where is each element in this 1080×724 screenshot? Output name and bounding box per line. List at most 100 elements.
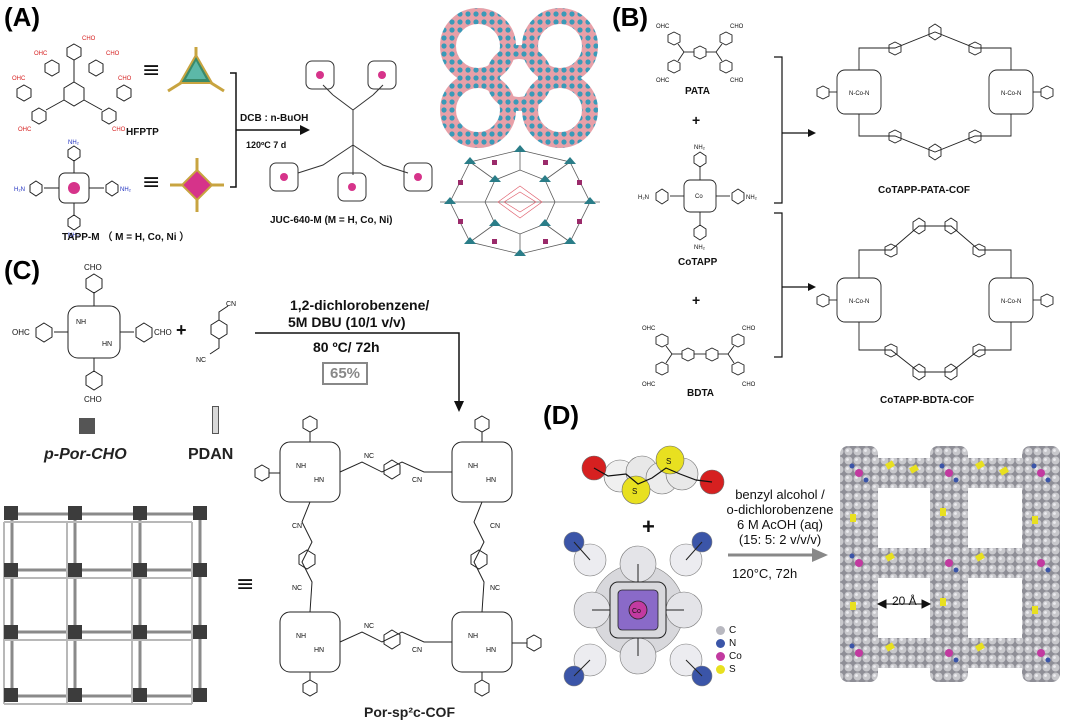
svg-text:CN: CN xyxy=(412,647,422,654)
cotapp-bdta-cof-label: CoTAPP-BDTA-COF xyxy=(880,395,975,406)
svg-text:H₂N: H₂N xyxy=(638,195,649,201)
equiv-sign-hfptp: ≡ xyxy=(142,58,161,83)
plus-d: + xyxy=(642,514,655,539)
legend-item-s: S xyxy=(716,663,742,676)
legend-item-co: Co xyxy=(716,650,742,663)
condition-a-temp: 120ºC 7 d xyxy=(246,140,287,150)
equiv-sign-c: ≡ xyxy=(236,572,255,597)
condition-d-line3: 6 M AcOH (aq) xyxy=(737,517,823,532)
legend-swatch-s xyxy=(716,665,725,674)
svg-text:CHO: CHO xyxy=(742,382,756,388)
svg-text:HN: HN xyxy=(102,341,112,348)
svg-text:N-Co-N: N-Co-N xyxy=(1001,91,1021,97)
panel-b-label: (B) xyxy=(612,2,649,32)
condition-c-line3: 80 ºC/ 72h xyxy=(313,339,380,355)
svg-text:NC: NC xyxy=(364,453,374,460)
tapp-structure: NH₂ NH₂ H₂N NH₂ xyxy=(14,140,132,239)
svg-text:NH₂: NH₂ xyxy=(694,145,706,151)
panel-c-label: (C) xyxy=(4,255,41,285)
svg-text:OHC: OHC xyxy=(12,328,30,337)
panel-a-label: (A) xyxy=(4,2,41,32)
svg-text:CHO: CHO xyxy=(742,326,756,332)
svg-text:NH₂: NH₂ xyxy=(694,245,706,251)
svg-text:CN: CN xyxy=(226,301,236,308)
plus-c: + xyxy=(176,320,187,340)
svg-text:CHO: CHO xyxy=(730,78,744,84)
juc640-structure xyxy=(269,60,433,202)
svg-text:OHC: OHC xyxy=(656,24,670,30)
svg-text:CHO: CHO xyxy=(84,263,102,272)
svg-text:HN: HN xyxy=(314,477,324,484)
svg-text:H₂N: H₂N xyxy=(14,187,25,193)
svg-text:OHC: OHC xyxy=(18,127,32,133)
condition-d-line1: benzyl alcohol / xyxy=(735,487,825,502)
svg-text:OHC: OHC xyxy=(12,76,26,82)
svg-text:NH₂: NH₂ xyxy=(120,187,132,193)
svg-text:NC: NC xyxy=(196,357,206,364)
svg-text:NH₂: NH₂ xyxy=(746,195,758,201)
svg-text:NH: NH xyxy=(468,463,478,470)
cotapp-bdta-cof-structure: N-Co-N N-Co-N xyxy=(816,217,1054,381)
reaction-arrow-c xyxy=(255,332,464,412)
svg-text:NH₂: NH₂ xyxy=(68,140,80,146)
por-cho-label: p-Por-CHO xyxy=(44,446,127,463)
svg-text:CHO: CHO xyxy=(118,76,132,82)
svg-text:OHC: OHC xyxy=(34,51,48,57)
condition-d-line5: 120°C, 72h xyxy=(732,566,798,581)
hfptp-symbol xyxy=(167,47,225,93)
svg-text:Co: Co xyxy=(695,194,703,200)
svg-text:CN: CN xyxy=(292,523,302,530)
juc640-label: JUC-640-M (M = H, Co, Ni) xyxy=(270,215,393,226)
plus-b-1: + xyxy=(692,112,701,128)
plus-b-2: + xyxy=(692,292,701,308)
condition-a-solvent: DCB : n-BuOH xyxy=(240,113,309,124)
legend-label-c: C xyxy=(729,625,737,636)
legend-item-c: C xyxy=(716,624,742,637)
svg-text:NC: NC xyxy=(364,623,374,630)
svg-text:CHO: CHO xyxy=(82,36,96,42)
thiophene-dialdehyde-model: SS xyxy=(581,445,725,505)
svg-text:HN: HN xyxy=(486,477,496,484)
bdta-label: BDTA xyxy=(687,388,715,399)
condition-c-line1: 1,2-dichlorobenzene/ xyxy=(290,297,430,313)
pdan-label: PDAN xyxy=(188,446,234,463)
panel-d-label: (D) xyxy=(543,400,580,430)
svg-text:NH: NH xyxy=(76,319,86,326)
svg-text:CN: CN xyxy=(412,477,422,484)
svg-text:Co: Co xyxy=(632,608,641,615)
svg-text:HN: HN xyxy=(486,647,496,654)
por-cof-3d-grid xyxy=(3,506,207,705)
equiv-sign-tapp: ≡ xyxy=(142,170,161,195)
pdan-symbol xyxy=(212,406,219,434)
hfptp-label: HFPTP xyxy=(126,127,159,138)
svg-text:NH: NH xyxy=(296,463,306,470)
condition-d-line2: o-dichlorobenzene xyxy=(726,502,834,517)
cotapp-label: CoTAPP xyxy=(678,257,718,268)
condition-c-line2: 5M DBU (10/1 v/v) xyxy=(288,314,406,330)
legend-label-n: N xyxy=(729,638,737,649)
legend-label-s: S xyxy=(729,664,736,675)
svg-text:CN: CN xyxy=(490,523,500,530)
por-cho-symbol xyxy=(79,418,95,434)
bdta-structure: OHC CHO OHC CHO xyxy=(642,326,756,388)
svg-text:NH: NH xyxy=(468,633,478,640)
por-sp2c-cof-label: Por-sp²c-COF xyxy=(364,704,455,720)
cotapp-pata-cof-label: CoTAPP-PATA-COF xyxy=(878,185,971,196)
condition-d-line4: (15: 5: 2 v/v/v) xyxy=(738,532,822,547)
element-legend: C N Co S xyxy=(716,624,742,676)
co-porphyrin-model: Co xyxy=(563,531,713,687)
svg-text:OHC: OHC xyxy=(642,382,656,388)
svg-text:NH₂: NH₂ xyxy=(68,233,80,239)
svg-text:OHC: OHC xyxy=(642,326,656,332)
legend-swatch-co xyxy=(716,652,725,661)
legend-label-co: Co xyxy=(729,651,742,662)
juc640-3d-render xyxy=(440,8,598,148)
reaction-arrow-a xyxy=(230,72,310,188)
svg-text:CHO: CHO xyxy=(730,24,744,30)
svg-text:N-Co-N: N-Co-N xyxy=(849,299,869,305)
svg-text:N-Co-N: N-Co-N xyxy=(1001,299,1021,305)
